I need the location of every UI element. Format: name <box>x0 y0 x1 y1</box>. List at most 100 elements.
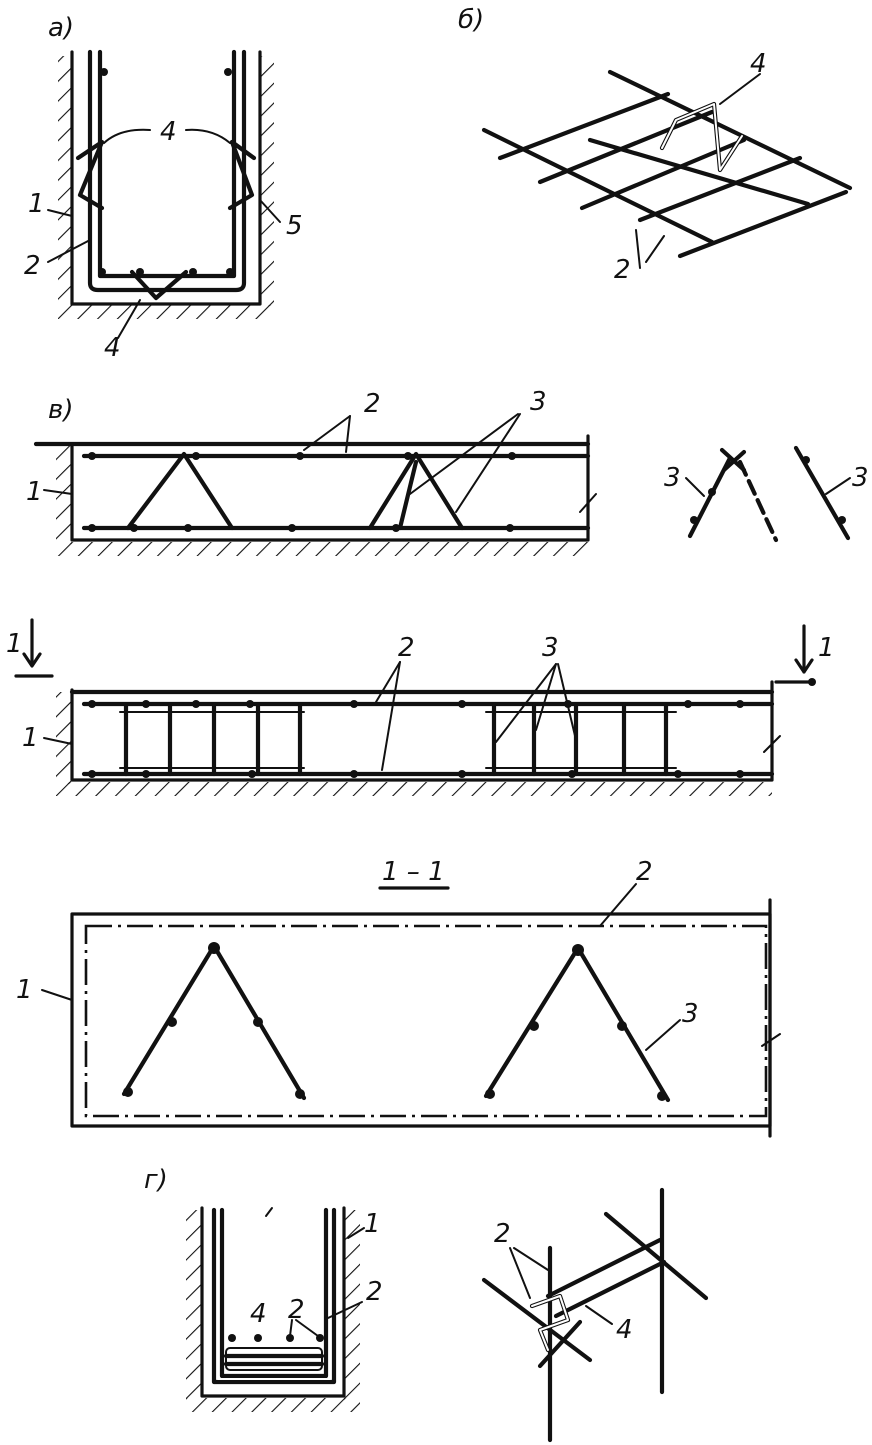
panel-v-callout: 2 <box>364 389 381 419</box>
panel-a-bottom-hatch <box>58 305 274 319</box>
panel-v2-form-outline <box>70 680 774 782</box>
detail-leader <box>685 477 705 497</box>
panel-v2-bar-dots <box>88 700 744 778</box>
panel-a-callout: 1 <box>28 189 45 219</box>
panel-a-leader <box>47 209 73 217</box>
section-arrow-dot <box>808 678 816 686</box>
section-arrow-right <box>774 624 816 684</box>
section-1-1: 1 – 1 2 1 3 <box>16 857 781 1138</box>
iso-cross-rod <box>537 1319 583 1369</box>
panel-g-right-hatch <box>344 1210 360 1400</box>
panel-v2-leader <box>495 663 557 743</box>
panel-b-leader <box>719 73 761 105</box>
panel-a-callout: 2 <box>24 251 41 281</box>
panel-b-leader <box>635 229 641 269</box>
section-arrow-left <box>14 618 54 678</box>
panel-b-bent-connector-highlight <box>661 103 743 171</box>
panel-v-letter: в) <box>48 395 73 425</box>
panel-g-callout: 4 <box>250 1299 267 1329</box>
iso-diagonal-rod <box>481 1277 593 1363</box>
panel-v2-leader <box>43 737 73 745</box>
panel-g-bar-dot <box>228 1334 236 1342</box>
panel-v-detail: 3 3 <box>664 445 869 543</box>
panel-a-rebar-frame <box>87 49 247 293</box>
panel-v-leader <box>43 489 73 495</box>
section-callout: 2 <box>636 857 653 887</box>
detail-bar-dashed <box>737 459 779 543</box>
panel-g-letter: г) <box>144 1165 168 1195</box>
panel-v2-leader <box>535 663 557 731</box>
panel-a-leader <box>259 199 281 223</box>
panel-v-truss-right-2 <box>397 459 419 531</box>
section-leader <box>645 1019 681 1051</box>
panel-a-bottom-anchor <box>129 269 189 301</box>
panel-a-leader <box>117 299 141 339</box>
panel-g-bar-dot <box>254 1334 262 1342</box>
panel-v-elevation: в) 2 3 1 <box>26 387 597 556</box>
section-leader <box>41 989 73 1001</box>
panel-a-right-hatch <box>260 56 274 306</box>
panel-v-leader <box>455 413 521 513</box>
detail-bar-dot <box>708 488 716 496</box>
panel-a-bar-dot <box>224 68 232 76</box>
panel-a-bar-dot <box>189 268 197 276</box>
iso-long-rod-2 <box>553 1259 667 1319</box>
iso-callout: 2 <box>494 1219 511 1249</box>
section-leader <box>599 883 637 927</box>
panel-g-leader <box>347 1227 365 1239</box>
panel-v2-callout: 3 <box>542 633 559 663</box>
panel-a-callout: 4 <box>160 117 177 147</box>
panel-g: г) 1 2 4 2 <box>144 1165 383 1412</box>
panel-v-bottom-hatch <box>56 542 592 556</box>
panel-a-rebar-frame-highlight <box>94 51 240 281</box>
panel-g-frame-inner <box>219 1207 329 1379</box>
panel-g-isometric: 2 4 <box>481 1187 709 1443</box>
detail-callout: 3 <box>852 463 869 493</box>
panel-v2-callout: 2 <box>398 633 415 663</box>
panel-a-right-anchor <box>227 139 257 211</box>
panel-g-bottom-mesh <box>223 1353 325 1367</box>
panel-a-leader <box>103 128 151 144</box>
panel-g-left-hatch <box>186 1210 202 1400</box>
panel-v2-leader <box>557 663 577 741</box>
panel-g-bar-dot <box>286 1334 294 1342</box>
panel-v-truss-left <box>125 451 235 531</box>
iso-diagonal-rod-2 <box>603 1211 709 1301</box>
panel-v2-callout: 1 <box>22 723 39 753</box>
panel-a-callout: 4 <box>104 333 121 363</box>
section-callout: 3 <box>682 999 699 1029</box>
panel-b-leader <box>645 235 665 263</box>
panel-a-bar-dot <box>98 268 106 276</box>
panel-b-callout: 2 <box>614 255 631 285</box>
panel-b: б) 4 2 <box>458 5 853 285</box>
panel-a-bar-dot <box>100 68 108 76</box>
panel-b-callout: 4 <box>750 49 767 79</box>
section-rebar-ring <box>84 924 768 1118</box>
panel-a-left-anchor <box>75 139 105 211</box>
detail-bar-dot <box>690 516 698 524</box>
panel-v-end-tick <box>579 493 597 513</box>
panel-a-bar-dot <box>136 268 144 276</box>
panel-g-bottom-hatch <box>186 1398 360 1412</box>
detail-leader <box>825 477 851 495</box>
section-mark: 1 <box>818 633 835 663</box>
panel-g-leader <box>265 1207 273 1217</box>
panel-g-callout: 1 <box>364 1209 381 1239</box>
iso-leader <box>513 1247 549 1271</box>
panel-g-frame <box>211 1207 337 1385</box>
panel-a-callout: 5 <box>286 211 303 241</box>
detail-bar-dot <box>802 456 810 464</box>
iso-leader <box>585 1305 613 1325</box>
iso-long-rod <box>545 1237 663 1299</box>
panel-v-callout: 3 <box>530 387 547 417</box>
section-end-tick <box>761 1033 781 1047</box>
panel-v2-left-hatch <box>56 692 72 784</box>
panel-v-truss-right <box>367 451 465 531</box>
iso-bent-connector-highlight <box>531 1295 569 1351</box>
panel-v-plan: 1 1 2 3 <box>6 618 835 796</box>
detail-callout: 3 <box>664 463 681 493</box>
panel-g-callout: 2 <box>288 1295 305 1325</box>
panel-g-leader <box>289 1319 293 1337</box>
section-callout: 1 <box>16 975 33 1005</box>
